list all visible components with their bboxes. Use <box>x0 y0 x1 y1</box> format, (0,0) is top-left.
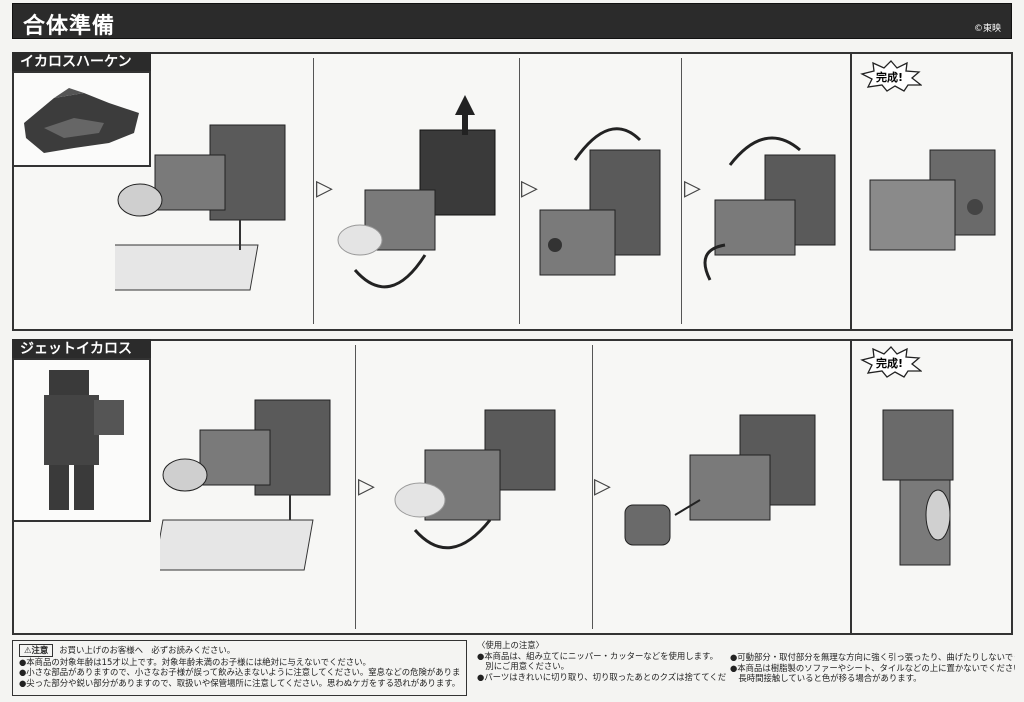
step2-illustration <box>394 409 556 550</box>
arrow-right-icon: ▷ <box>316 176 333 201</box>
step1-parts-illustration <box>115 124 286 291</box>
step-divider <box>355 345 356 629</box>
copyright-mark: ©東映 <box>973 24 1001 34</box>
complete-burst-icon <box>860 60 922 92</box>
jet-icarus-figure <box>44 370 124 510</box>
arrow-right-icon: ▷ <box>358 474 375 499</box>
step-divider-bold <box>850 54 852 330</box>
step-divider <box>681 58 682 324</box>
page-header: 合体準備 ©東映 <box>12 3 1012 39</box>
usage-notes: 〈使用上の注意〉 ●本商品は、組み立てにニッパー・カッターなどを使用します。 別… <box>477 640 727 682</box>
section-label-icarus-haken: イカロスハーケン <box>12 52 151 72</box>
page-title: 合体準備 <box>23 14 116 39</box>
thumbnail-icarus-haken <box>12 71 151 167</box>
complete-badge: 完成! <box>860 346 922 378</box>
icarus-haken-figure <box>24 88 139 153</box>
arrow-right-icon: ▷ <box>594 474 611 499</box>
other-notes: ●可動部分・取付部分を無理な方向に強く引っ張ったり、曲げたりしないでください。 … <box>730 652 1015 683</box>
step-divider <box>313 58 314 324</box>
section-label-jet-icarus: ジェットイカロス <box>12 339 151 359</box>
caution-line: ●小さな部品がありますので、小さなお子様が誤って飲み込まないように注意してくださ… <box>19 667 460 677</box>
step4-illustration <box>703 136 836 281</box>
complete-burst-icon <box>860 346 922 378</box>
step-divider-bold <box>850 341 852 633</box>
completed-icarus-haken-figure <box>869 149 996 251</box>
complete-badge: 完成! <box>860 60 922 92</box>
completed-jet-icarus-figure <box>882 409 954 566</box>
step3-illustration <box>539 127 661 276</box>
caution-tag: ⚠注意 <box>19 644 54 657</box>
step2-illustration <box>337 95 496 289</box>
arrow-right-icon: ▷ <box>684 176 701 201</box>
step-divider <box>519 58 520 324</box>
step3-illustration <box>624 414 816 546</box>
notes-area: ⚠注意お買い上げのお客様へ 必ずお読みください。 ●本商品の対象年齢は15才以上… <box>12 640 1015 697</box>
step1-parts-illustration <box>160 399 331 571</box>
caution-line: ●尖った部分や鋭い部分がありますので、取扱いや保管場所に注意してください。思わぬ… <box>19 677 460 688</box>
caution-line: ●本商品の対象年齢は15才以上です。対象年齢未満のお子様には絶対に与えないでくだ… <box>19 656 371 667</box>
caution-box: ⚠注意お買い上げのお客様へ 必ずお読みください。 ●本商品の対象年齢は15才以上… <box>12 640 467 696</box>
step-divider <box>592 345 593 629</box>
thumbnail-jet-icarus <box>12 358 151 522</box>
arrow-right-icon: ▷ <box>521 176 538 201</box>
